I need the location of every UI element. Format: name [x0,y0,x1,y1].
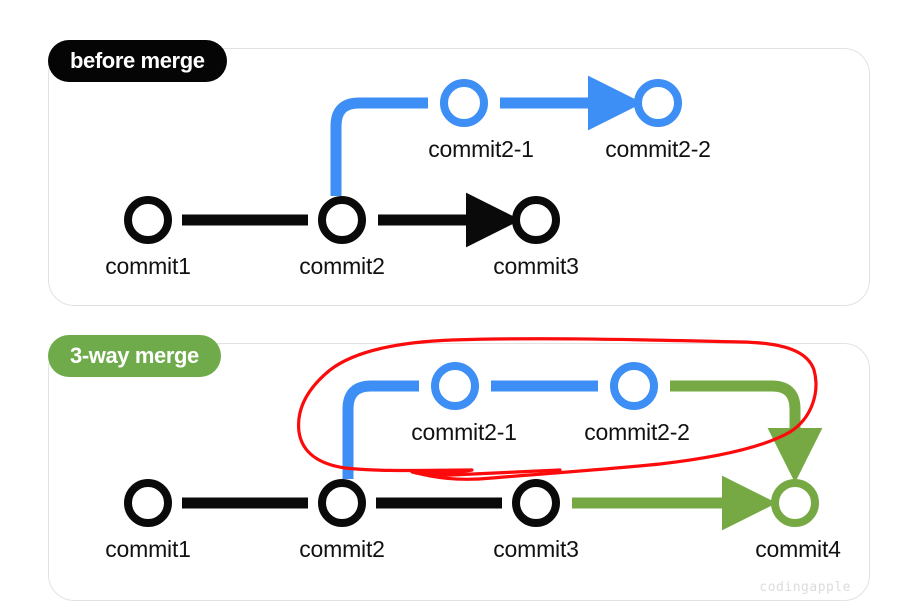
label-commit1-merge: commit1 [105,536,191,562]
label-commit2-2-merge: commit2-2 [584,419,690,445]
label-commit2-1-merge: commit2-1 [411,419,517,445]
badge-before-merge: before merge [48,40,227,82]
badge-3-way-merge: 3-way merge [48,335,221,377]
badge-3-way-merge-label: 3-way merge [70,343,199,368]
label-commit1: commit1 [105,253,191,279]
label-commit2-2: commit2-2 [605,136,711,162]
watermark: codingapple [759,580,851,595]
label-commit2-merge: commit2 [299,536,385,562]
label-commit4: commit4 [755,536,841,562]
label-commit2: commit2 [299,253,385,279]
badge-before-merge-label: before merge [70,48,205,73]
label-commit2-1: commit2-1 [428,136,534,162]
label-commit3-merge: commit3 [493,536,579,562]
label-commit3: commit3 [493,253,579,279]
